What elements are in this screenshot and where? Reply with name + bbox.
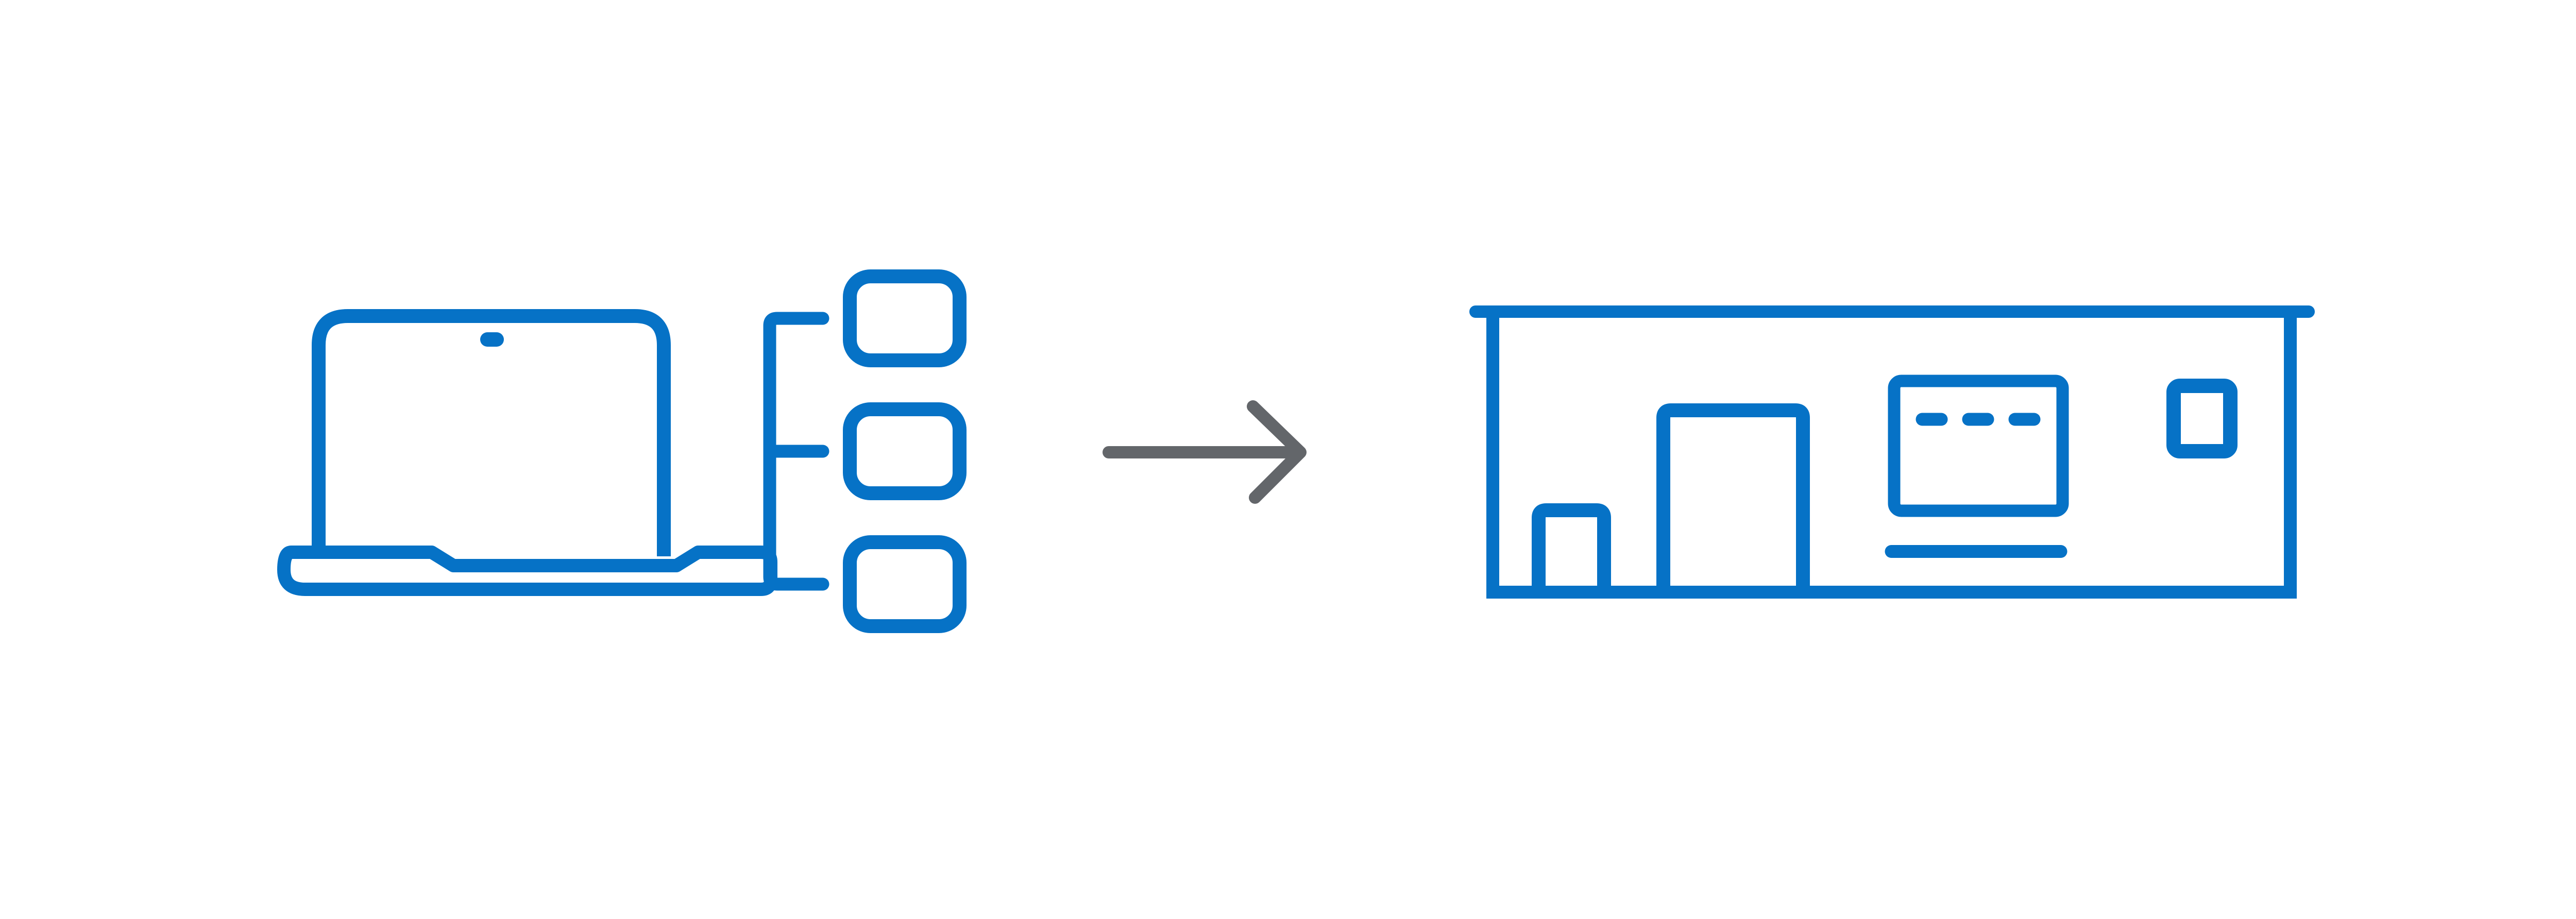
laptop-camera-dot: [480, 332, 504, 347]
building-door: [1656, 403, 1810, 599]
laptop-base: [277, 546, 777, 596]
tree-node-box-bottom: [843, 535, 967, 633]
arrow-right-icon: [1103, 400, 1307, 504]
building-side-window: [2166, 379, 2238, 458]
laptop-icon: [277, 309, 777, 596]
arrow-head: [1247, 400, 1307, 504]
building-small-box: [1532, 503, 1611, 599]
tree-node-box-top: [843, 269, 967, 367]
laptop-lid: [312, 309, 671, 556]
building-window: [1888, 375, 2069, 517]
building-icon: [1469, 305, 2315, 599]
tree-node-box-middle: [843, 402, 967, 500]
device-tree-icon: [763, 269, 967, 633]
